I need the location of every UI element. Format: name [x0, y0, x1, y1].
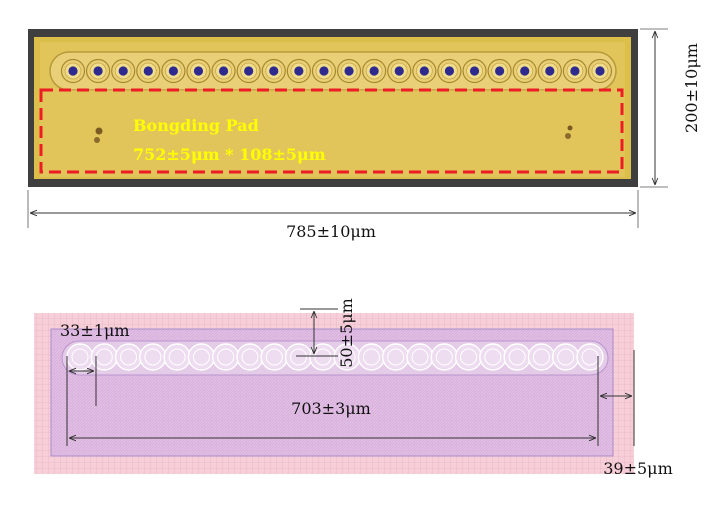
emitter-aperture — [269, 66, 279, 76]
layout-emitter-inner — [387, 348, 405, 366]
layout-drawing: 33±1μm 50±5μm 703±3μm 39±5μm — [34, 298, 673, 478]
layout-emitter-inner — [338, 348, 356, 366]
emitter-aperture — [319, 66, 329, 76]
emitter-aperture — [419, 66, 429, 76]
layout-emitter-inner — [314, 348, 332, 366]
layout-emitter-ring — [382, 343, 410, 371]
layout-emitter-ring — [139, 343, 167, 371]
layout-emitter-ring — [357, 343, 386, 371]
bonding-pad-dashed-outline — [39, 88, 624, 174]
layout-emitter-inner — [144, 348, 162, 366]
layout-emitter-ring — [212, 343, 240, 371]
layout-emitter-ring — [576, 343, 604, 371]
layout-emitter-inner — [557, 348, 575, 366]
height-dimension-label: 200±10μm — [682, 43, 701, 133]
width-dimension-label: 785±10μm — [286, 222, 376, 241]
emitter-aperture — [193, 66, 204, 76]
layout-emitter-inner — [411, 348, 429, 366]
layout-emitter-inner — [508, 348, 526, 366]
emitter-aperture — [495, 66, 505, 76]
layout-emitter-ring — [527, 343, 556, 371]
emitter-aperture — [344, 66, 354, 76]
layout-emitter-row — [66, 343, 604, 371]
emitter-aperture — [168, 66, 178, 76]
pad-defect-right — [565, 125, 573, 139]
emitter-aperture — [369, 66, 379, 76]
emitter-aperture — [469, 66, 480, 76]
emitter-aperture — [545, 66, 555, 76]
end-margin-dimension-label: 39±5μm — [603, 459, 673, 478]
emitter-aperture — [118, 66, 128, 76]
emitter-aperture — [244, 66, 254, 76]
layout-emitter-ring — [90, 343, 118, 371]
pad-title: Bongding Pad — [133, 116, 259, 135]
layout-emitter-ring — [479, 343, 507, 371]
layout-emitter-ring — [187, 343, 216, 371]
layout-emitter-ring — [163, 343, 191, 371]
layout-emitter-inner — [484, 348, 502, 366]
layout-emitter-inner — [217, 348, 235, 366]
layout-emitter-ring — [66, 343, 94, 371]
bonding-pad-region — [39, 90, 622, 174]
emitter-aperture — [93, 66, 103, 76]
layout-emitter-ring — [430, 343, 458, 371]
emitter-aperture — [520, 66, 530, 76]
emitter-aperture — [68, 66, 78, 76]
emitter-aperture — [595, 66, 605, 76]
layout-emitter-inner — [120, 348, 138, 366]
emitter-aperture — [143, 66, 153, 76]
layout-emitter-ring — [236, 343, 264, 371]
layout-emitter-inner — [460, 348, 478, 366]
layout-emitter-ring — [406, 343, 434, 371]
layout-emitter-ring — [114, 343, 143, 371]
layout-emitter-inner — [290, 348, 308, 366]
pad-defect-left — [94, 127, 103, 143]
emitter-aperture — [218, 66, 229, 76]
emitter-aperture — [394, 66, 404, 76]
span-dimension-label: 703±3μm — [291, 399, 371, 418]
top-margin-dimension-label: 50±5μm — [337, 298, 356, 368]
layout-emitter-ring — [552, 343, 580, 371]
layout-emitter-inner — [435, 348, 453, 366]
layout-emitter-inner — [265, 348, 283, 366]
layout-emitter-ring — [284, 343, 313, 371]
emitter-aperture — [294, 66, 304, 76]
layout-emitter-inner — [71, 348, 89, 366]
layout-emitter-inner — [168, 348, 186, 366]
layout-emitter-inner — [241, 348, 259, 366]
emitter-row — [60, 58, 613, 84]
layout-emitter-inner — [192, 348, 210, 366]
emitter-aperture — [570, 66, 580, 76]
layout-emitter-inner — [362, 348, 380, 366]
emitter-aperture — [444, 66, 455, 76]
pad-size: 752±5μm * 108±5μm — [133, 145, 326, 164]
layout-emitter-inner — [532, 348, 550, 366]
chip-photo: Bongding Pad 752±5μm * 108±5μm 200±10μm … — [27, 28, 701, 241]
pitch-dimension-label: 33±1μm — [60, 321, 130, 340]
layout-emitter-ring — [260, 343, 288, 371]
layout-emitter-ring — [503, 343, 531, 371]
layout-emitter-ring — [454, 343, 483, 371]
